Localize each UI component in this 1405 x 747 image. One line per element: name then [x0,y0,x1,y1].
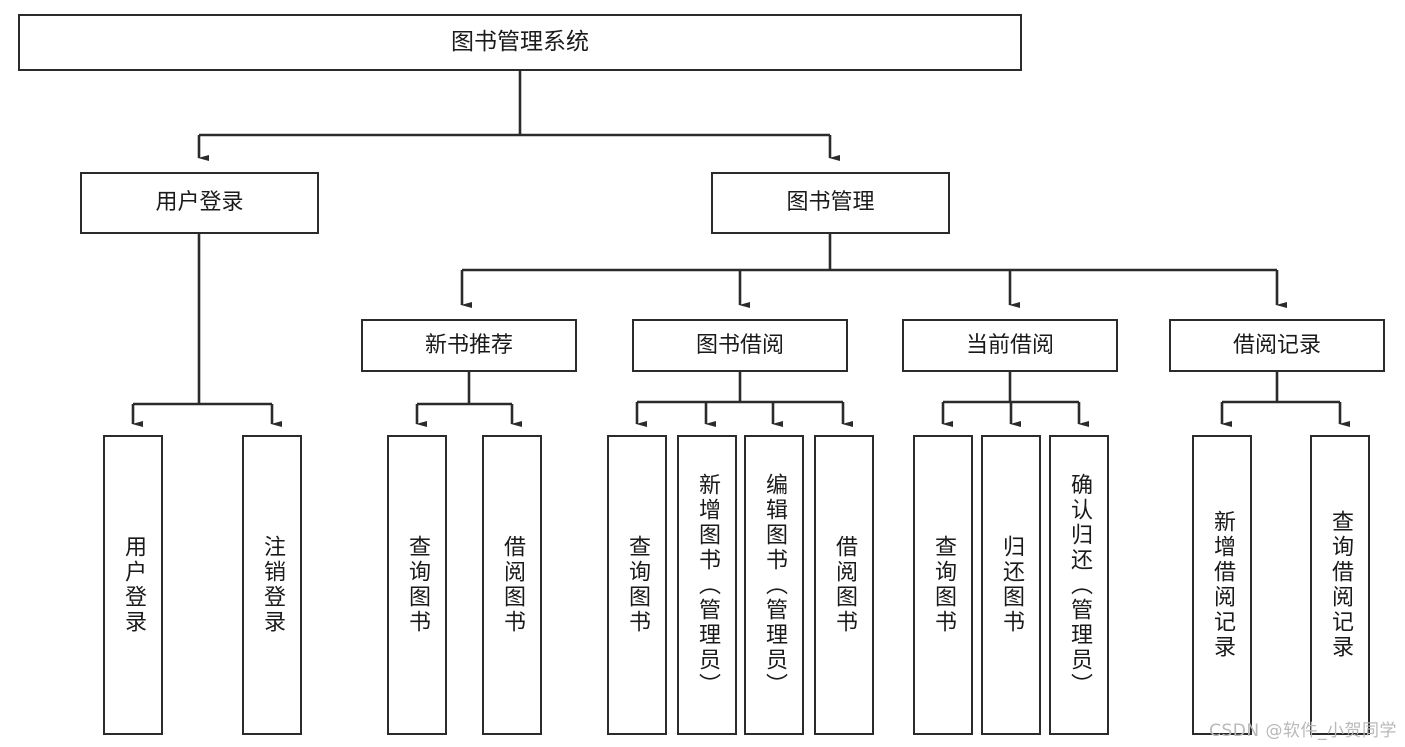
node-new-book-recommend[interactable]: 新书推荐 [361,319,577,372]
leaf-query-book-recommend[interactable]: 查询图书 [387,435,447,735]
node-label: 新增图书（管理员） [695,472,720,698]
node-label: 用户登录 [155,190,244,216]
node-label: 图书借阅 [695,332,784,358]
node-label: 新书推荐 [424,332,513,358]
node-label: 当前借阅 [965,332,1054,358]
node-label: 编辑图书（管理员） [762,472,787,698]
leaf-return-book[interactable]: 归还图书 [981,435,1041,735]
node-label: 查询图书 [931,535,956,635]
node-label: 借阅记录 [1232,332,1321,358]
node-root-system[interactable]: 图书管理系统 [18,14,1022,71]
leaf-add-borrow-record[interactable]: 新增借阅记录 [1192,435,1252,735]
node-label: 查询借阅记录 [1328,510,1353,660]
node-label: 确认归还（管理员） [1067,472,1092,698]
leaf-confirm-return-admin[interactable]: 确认归还（管理员） [1049,435,1109,735]
node-label: 图书管理系统 [451,28,589,55]
node-label: 查询图书 [625,535,650,635]
node-borrow-record[interactable]: 借阅记录 [1169,319,1385,372]
node-book-borrow[interactable]: 图书借阅 [632,319,848,372]
node-label: 注销登录 [260,535,285,635]
node-book-management[interactable]: 图书管理 [711,172,950,234]
node-label: 归还图书 [999,535,1024,635]
watermark-text: CSDN @软件_小贺同学 [1209,721,1397,741]
leaf-logout[interactable]: 注销登录 [242,435,302,735]
node-label: 借阅图书 [832,535,857,635]
leaf-query-book-current[interactable]: 查询图书 [913,435,973,735]
leaf-query-book-borrow[interactable]: 查询图书 [607,435,667,735]
node-label: 借阅图书 [500,535,525,635]
leaf-query-borrow-record[interactable]: 查询借阅记录 [1310,435,1370,735]
node-current-borrow[interactable]: 当前借阅 [902,319,1118,372]
node-label: 图书管理 [786,190,875,216]
node-label: 新增借阅记录 [1210,510,1235,660]
leaf-borrow-book[interactable]: 借阅图书 [814,435,874,735]
node-label: 查询图书 [405,535,430,635]
leaf-add-book-admin[interactable]: 新增图书（管理员） [677,435,737,735]
node-user-login[interactable]: 用户登录 [80,172,319,234]
leaf-edit-book-admin[interactable]: 编辑图书（管理员） [744,435,804,735]
leaf-borrow-book-recommend[interactable]: 借阅图书 [482,435,542,735]
leaf-user-login[interactable]: 用户登录 [103,435,163,735]
node-label: 用户登录 [121,535,146,635]
